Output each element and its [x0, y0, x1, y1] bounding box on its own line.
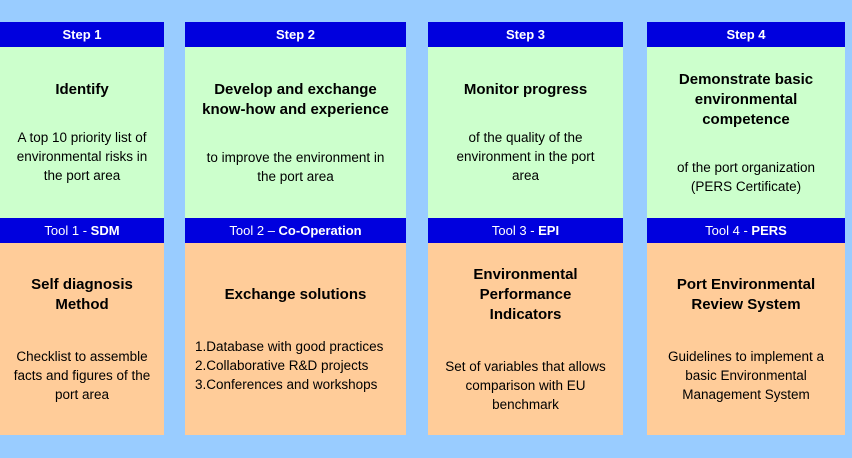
- step-2-header: Step 2: [185, 22, 406, 47]
- step-1-header: Step 1: [0, 22, 164, 47]
- tool-3-header: Tool 3 - EPI: [428, 218, 623, 243]
- step-3-header: Step 3: [428, 22, 623, 47]
- step-3-title: Monitor progress: [463, 81, 588, 98]
- tool-2-prefix: Tool 2 –: [229, 223, 279, 238]
- tool-2-header: Tool 2 – Co-Operation: [185, 218, 406, 243]
- step-4-header: Step 4: [647, 22, 845, 47]
- tool-1-prefix: Tool 1 -: [44, 223, 91, 238]
- step-4-description: of the port organization(PERS Certificat…: [676, 159, 816, 194]
- tool-2-name: Co-Operation: [278, 223, 362, 238]
- tool-2-title: Exchange solutions: [224, 285, 367, 303]
- step-1-title: Identify: [55, 81, 109, 98]
- step-column-1: Step 1 Identify A top 10 priority list o…: [0, 22, 164, 435]
- tool-1-name: SDM: [90, 223, 120, 238]
- tool-4-name: PERS: [751, 223, 787, 238]
- tool-4-prefix: Tool 4 -: [705, 223, 752, 238]
- tool-3-prefix: Tool 3 -: [491, 223, 539, 238]
- tool-4-header: Tool 4 - PERS: [647, 218, 845, 243]
- tool-1-header: Tool 1 - SDM: [0, 218, 164, 243]
- step-column-3: Step 3 Monitor progress of the quality o…: [428, 22, 623, 435]
- tool-3-name: EPI: [538, 223, 560, 238]
- tool-2-panel: Exchange solutions 1.Database with good …: [185, 243, 406, 435]
